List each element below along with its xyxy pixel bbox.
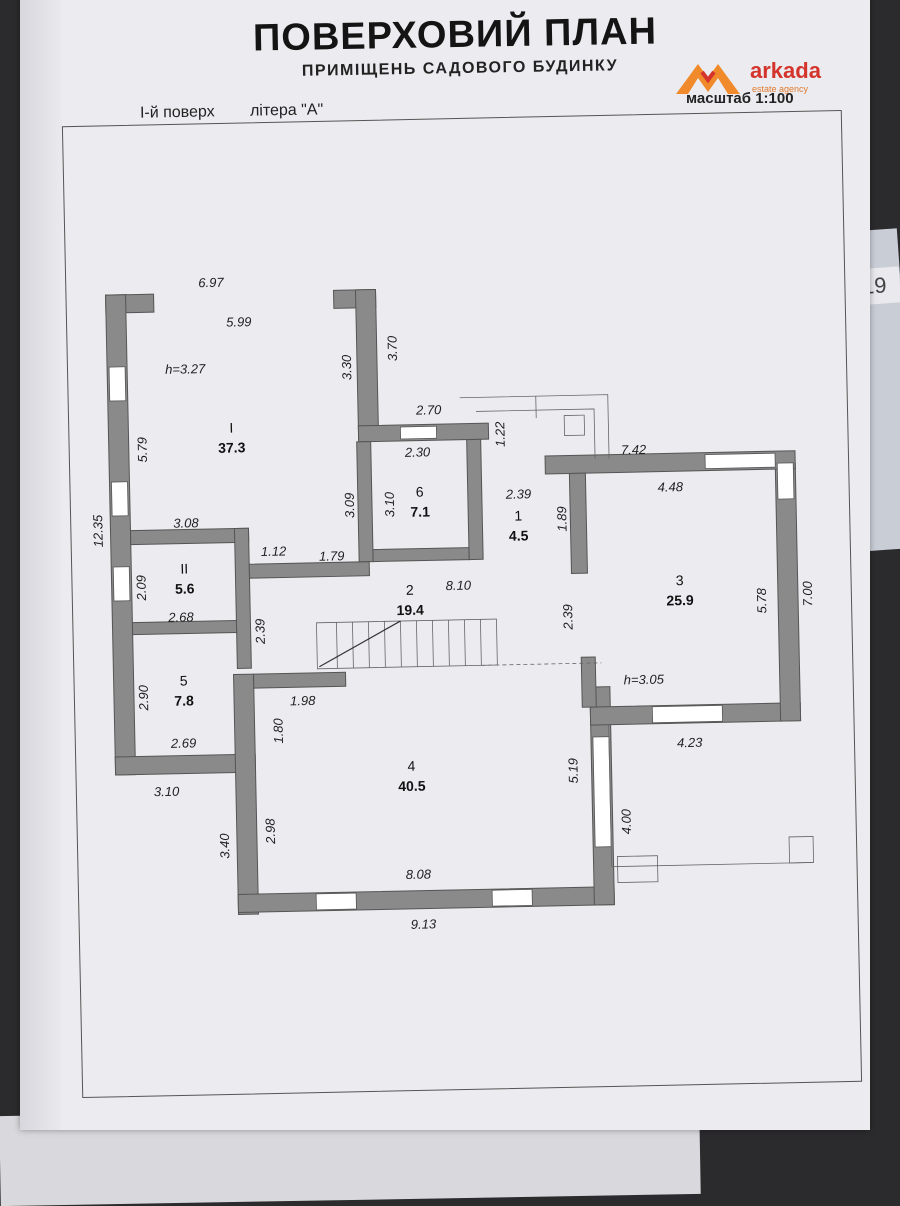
wall [115, 754, 255, 775]
dimension-label: 1.79 [319, 548, 345, 564]
dimension-label: 2.90 [136, 684, 152, 711]
dimension-label: 2.39 [505, 486, 532, 502]
dimension-label: 3.70 [384, 335, 400, 361]
dimension-label: 3.40 [217, 833, 233, 859]
ceiling-height-label: h=3.05 [624, 672, 665, 688]
dimension-label: 3.09 [342, 493, 358, 519]
window [593, 737, 611, 847]
dimension-label: 9.13 [411, 916, 437, 932]
dimension-label: 3.10 [154, 784, 180, 800]
room-number: 4 [407, 758, 415, 774]
dimension-label: 3.10 [382, 491, 398, 517]
dimension-label: 8.10 [446, 578, 472, 594]
dimension-label: 1.89 [554, 506, 570, 532]
room-area: 5.6 [175, 580, 195, 596]
dimension-label: 5.99 [226, 314, 252, 330]
dimension-label: 6.97 [198, 275, 224, 291]
room-number: II [180, 560, 188, 576]
window [316, 893, 356, 910]
dimension-label: 7.00 [800, 580, 816, 606]
dimension-label: 2.70 [415, 402, 442, 418]
window [109, 367, 126, 401]
dimension-label: 8.08 [406, 866, 432, 882]
wall [357, 442, 374, 562]
dimension-label: 12.35 [90, 514, 106, 548]
dimension-label: 2.68 [167, 609, 194, 625]
room-area: 7.8 [174, 692, 194, 708]
staircase [316, 617, 601, 669]
window [111, 482, 128, 516]
room-number: 6 [416, 484, 424, 500]
dimension-label: 4.23 [677, 735, 703, 751]
dimension-label: 4.00 [618, 808, 634, 834]
wall [130, 528, 248, 544]
dimension-label: 1.22 [492, 421, 508, 447]
room-area: 37.3 [218, 439, 246, 456]
wall [373, 548, 469, 562]
window [705, 453, 775, 468]
dimension-label: 7.42 [621, 442, 647, 458]
wall [775, 463, 800, 721]
wall [234, 528, 251, 668]
dimension-label: 1.12 [261, 543, 287, 559]
dimension-label: 2.69 [170, 735, 197, 751]
dimension-label: 4.48 [658, 479, 684, 495]
room-area: 25.9 [666, 592, 694, 609]
wall [467, 439, 484, 559]
dimension-label: 2.39 [560, 604, 576, 631]
dimension-label: 3.30 [339, 354, 355, 380]
dimension-label: 2.98 [263, 818, 279, 845]
wall [249, 562, 369, 579]
room-area: 19.4 [396, 602, 424, 619]
room-area: 40.5 [398, 778, 426, 795]
dimension-label: 1.80 [270, 717, 286, 743]
room-area: 7.1 [410, 503, 430, 519]
dimension-label: 1.98 [290, 693, 316, 709]
room-number: 2 [406, 582, 414, 598]
room-number: 1 [514, 507, 522, 523]
dimension-label: 2.30 [404, 444, 431, 460]
room-number: 5 [180, 673, 188, 689]
dimension-label: 2.39 [252, 619, 268, 646]
ceiling-height-label: h=3.27 [165, 361, 206, 377]
dimension-label: 5.78 [754, 587, 770, 613]
window [652, 705, 722, 722]
window [777, 463, 794, 499]
wall [569, 473, 587, 573]
wall [355, 289, 378, 439]
dimension-label: 5.79 [135, 437, 151, 463]
wall [581, 657, 596, 707]
window [400, 426, 436, 439]
dimension-label: 2.09 [133, 575, 149, 602]
wall [238, 887, 614, 913]
window [492, 889, 532, 906]
wall [254, 672, 346, 688]
dimension-label: 3.08 [173, 515, 199, 531]
room-number: 3 [676, 572, 684, 588]
room-area: 4.5 [509, 527, 529, 543]
dimension-label: 5.19 [565, 758, 581, 784]
room-number: I [229, 420, 233, 436]
window [113, 567, 130, 601]
wall [234, 674, 259, 914]
